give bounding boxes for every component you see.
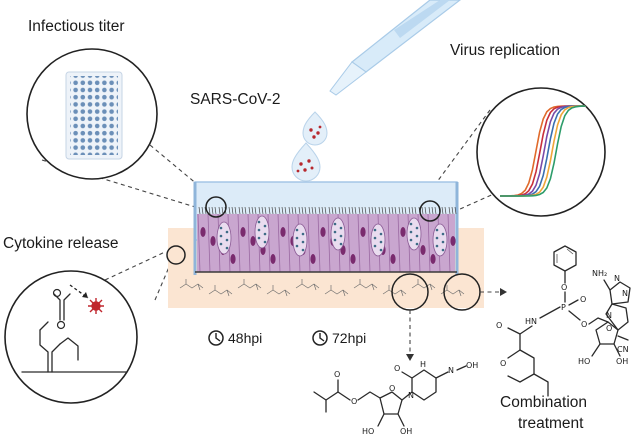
label-combination-line2: treatment (518, 415, 584, 432)
zoom-virus-replication (476, 87, 606, 217)
svg-text:O: O (394, 364, 400, 373)
focus-cytokine (166, 245, 186, 265)
timepoint-72: 72hpi (312, 330, 366, 346)
timepoint-48: 48hpi (208, 330, 262, 346)
focus-titer (205, 196, 227, 218)
zoom-cytokine-release (4, 270, 138, 404)
culture-well (168, 181, 484, 308)
svg-text:HO: HO (578, 357, 590, 366)
label-virus-replication: Virus replication (450, 42, 560, 59)
virus-droplets (291, 111, 328, 182)
epithelium (197, 206, 457, 273)
label-infectious-titer: Infectious titer (28, 18, 125, 35)
amplification-curves (500, 105, 591, 197)
well-plate-icon (65, 71, 123, 160)
label-72hpi: 72hpi (332, 330, 366, 346)
label-48hpi: 48hpi (228, 330, 262, 346)
svg-text:N: N (448, 366, 454, 375)
label-combination-line1: Combination (500, 394, 587, 411)
svg-text:OH: OH (400, 427, 412, 436)
svg-text:NH₂: NH₂ (592, 269, 607, 278)
cytokine-icon (21, 284, 129, 373)
clock-icon (312, 330, 328, 346)
molnupiravir-structure: O O O HO OH N O H N OH (313, 360, 478, 436)
svg-text:CN: CN (617, 345, 629, 354)
amplification-curve (500, 105, 591, 197)
svg-text:O: O (389, 384, 395, 393)
svg-text:O: O (581, 320, 587, 329)
media-drugs (179, 279, 465, 297)
svg-text:O: O (500, 359, 506, 368)
focus-replication (419, 200, 441, 222)
svg-text:HN: HN (525, 317, 537, 326)
svg-text:O: O (496, 321, 502, 330)
svg-text:O: O (561, 283, 567, 292)
svg-text:OH: OH (616, 357, 628, 366)
svg-text:O: O (351, 397, 357, 406)
label-virus: SARS-CoV-2 (190, 91, 280, 108)
svg-text:HO: HO (362, 427, 374, 436)
zoom-infectious-titer (26, 48, 158, 180)
label-cytokine-release: Cytokine release (3, 235, 118, 252)
svg-text:P: P (561, 303, 566, 312)
svg-text:OH: OH (466, 361, 478, 370)
svg-text:O: O (580, 295, 586, 304)
svg-text:H: H (420, 360, 426, 369)
svg-text:N: N (408, 391, 414, 400)
svg-text:N: N (622, 289, 628, 298)
svg-text:N: N (614, 274, 620, 283)
pipette-icon (329, 0, 461, 96)
cytokine-particle (88, 298, 104, 314)
remdesivir-structure: O P O HN O O HO OH CN N N N NH₂ O O (496, 245, 631, 397)
svg-text:N: N (606, 311, 612, 320)
drug-arrows (406, 288, 507, 361)
clock-icon (208, 330, 224, 346)
svg-text:O: O (334, 370, 340, 379)
svg-text:O: O (606, 324, 612, 333)
